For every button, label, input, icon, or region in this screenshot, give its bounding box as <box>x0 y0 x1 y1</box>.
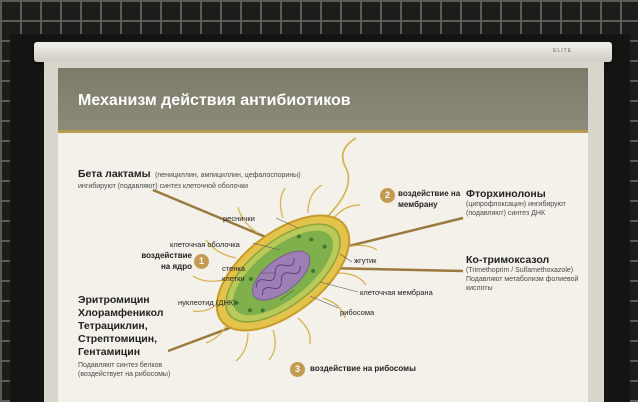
presentation-slide: Механизм действия антибиотиков <box>58 68 588 402</box>
label-leaders <box>252 217 359 309</box>
fluoroquinolones-block: Фторхинолоны (ципрофлоксацин) ингибируют… <box>466 188 584 218</box>
label-cell-wall-inner: стенка клетки <box>222 264 246 283</box>
marker-1: 1 <box>194 254 209 269</box>
title-divider <box>58 130 588 133</box>
protein-inhibitors-title: Эритромицин Хлорамфеникол Тетрациклин, С… <box>78 294 164 358</box>
label-cell-wall: клеточная оболочка <box>170 240 240 249</box>
fluoroquinolones-description: (ципрофлоксацин) ингибируют (подавляют) … <box>466 201 566 217</box>
co-trimoxazole-pointer <box>322 266 464 273</box>
projector-screen-roller: ELITE <box>34 42 612 62</box>
label-nucleotide: нуклеотид (ДНК) <box>178 298 236 307</box>
effect-ribosomes-label: воздействие на рибосомы <box>310 364 416 373</box>
label-cilia: реснички <box>223 214 255 223</box>
label-flagellum: жгутик <box>354 256 377 265</box>
co-trimoxazole-description: (Trimethoprim / Sulfamethoxazole) Подавл… <box>466 267 579 292</box>
co-trimoxazole-title: Ко-тримоксазол <box>466 254 550 266</box>
label-cell-membrane: клеточная мембрана <box>360 288 433 297</box>
marker-3: 3 <box>290 362 305 377</box>
bacterium-diagram <box>152 137 464 362</box>
effect-membrane-label: воздействие на мембрану <box>398 189 461 209</box>
beta-lactams-description: ингибируют (подавляют) синтез клеточной … <box>78 183 249 190</box>
marker-2: 2 <box>380 188 395 203</box>
protein-inhibitors-description: Подавляют синтез белков (воздействует на… <box>78 362 171 378</box>
label-ribosome: рибосома <box>340 308 375 317</box>
slide-title-bar: Механизм действия антибиотиков <box>58 68 588 130</box>
beta-lactam-pointer <box>152 188 269 240</box>
effect-nucleus-label: воздействие на ядро <box>141 251 192 271</box>
beta-lactams-block: Бета лактамы (пенициллин, ампициллин, це… <box>78 164 378 191</box>
beta-lactams-title: Бета лактамы <box>78 168 151 180</box>
co-trimoxazole-block: Ко-тримоксазол (Trimethoprim / Sulfameth… <box>466 254 584 293</box>
slide-title: Механизм действия антибиотиков <box>78 92 351 109</box>
protein-inhibitors-block: Эритромицин Хлорамфеникол Тетрациклин, С… <box>78 294 188 379</box>
beta-lactams-drugs: (пенициллин, ампициллин, цефалоспорины) <box>155 172 301 179</box>
ribosome-dots <box>234 234 327 313</box>
projection-screen: Механизм действия антибиотиков <box>44 62 604 402</box>
fluoroquinolones-title: Фторхинолоны <box>466 188 546 200</box>
